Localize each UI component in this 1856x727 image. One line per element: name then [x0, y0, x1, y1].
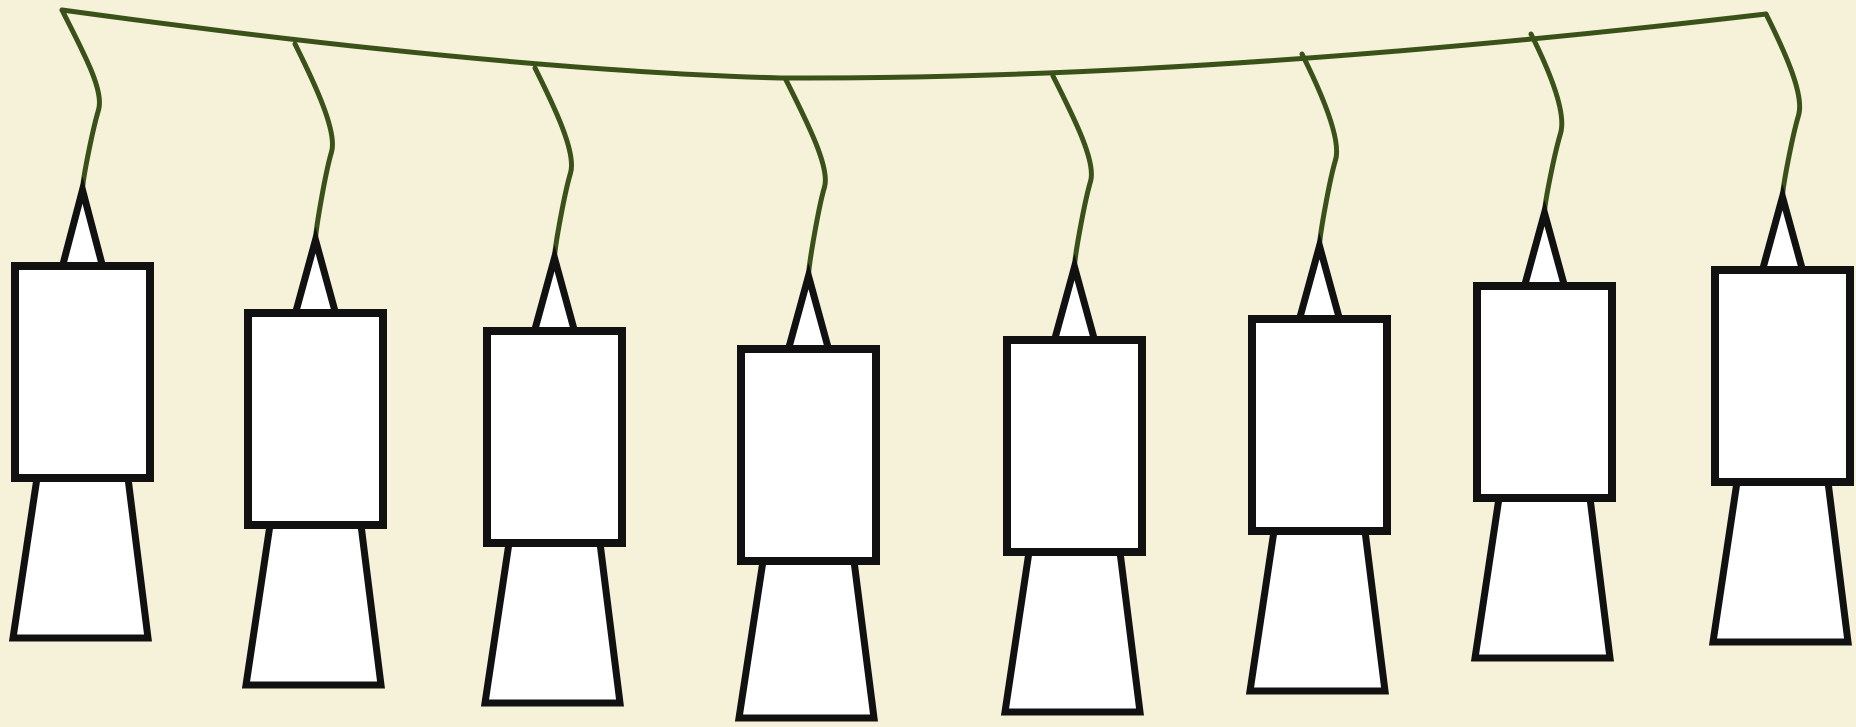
ornament-body-rect [487, 331, 622, 543]
ornament-body-rect [1252, 319, 1387, 531]
ornament-base-triangle [13, 478, 148, 638]
ornament-base-triangle [739, 561, 874, 718]
ornament-body-rect [741, 349, 876, 561]
ornament-base-triangle [246, 525, 381, 685]
ornament-base-triangle [1713, 482, 1848, 642]
ornament-base-triangle [1250, 531, 1385, 691]
ornament-body-rect [15, 266, 150, 478]
ornament-base-triangle [1475, 498, 1610, 658]
ornament-body-rect [1477, 286, 1612, 498]
ornament-body-rect [248, 313, 383, 525]
ornament-body-rect [1715, 270, 1850, 482]
ornament-body-rect [1007, 340, 1142, 552]
ornament-base-triangle [485, 543, 620, 703]
ornament-base-triangle [1005, 552, 1140, 712]
